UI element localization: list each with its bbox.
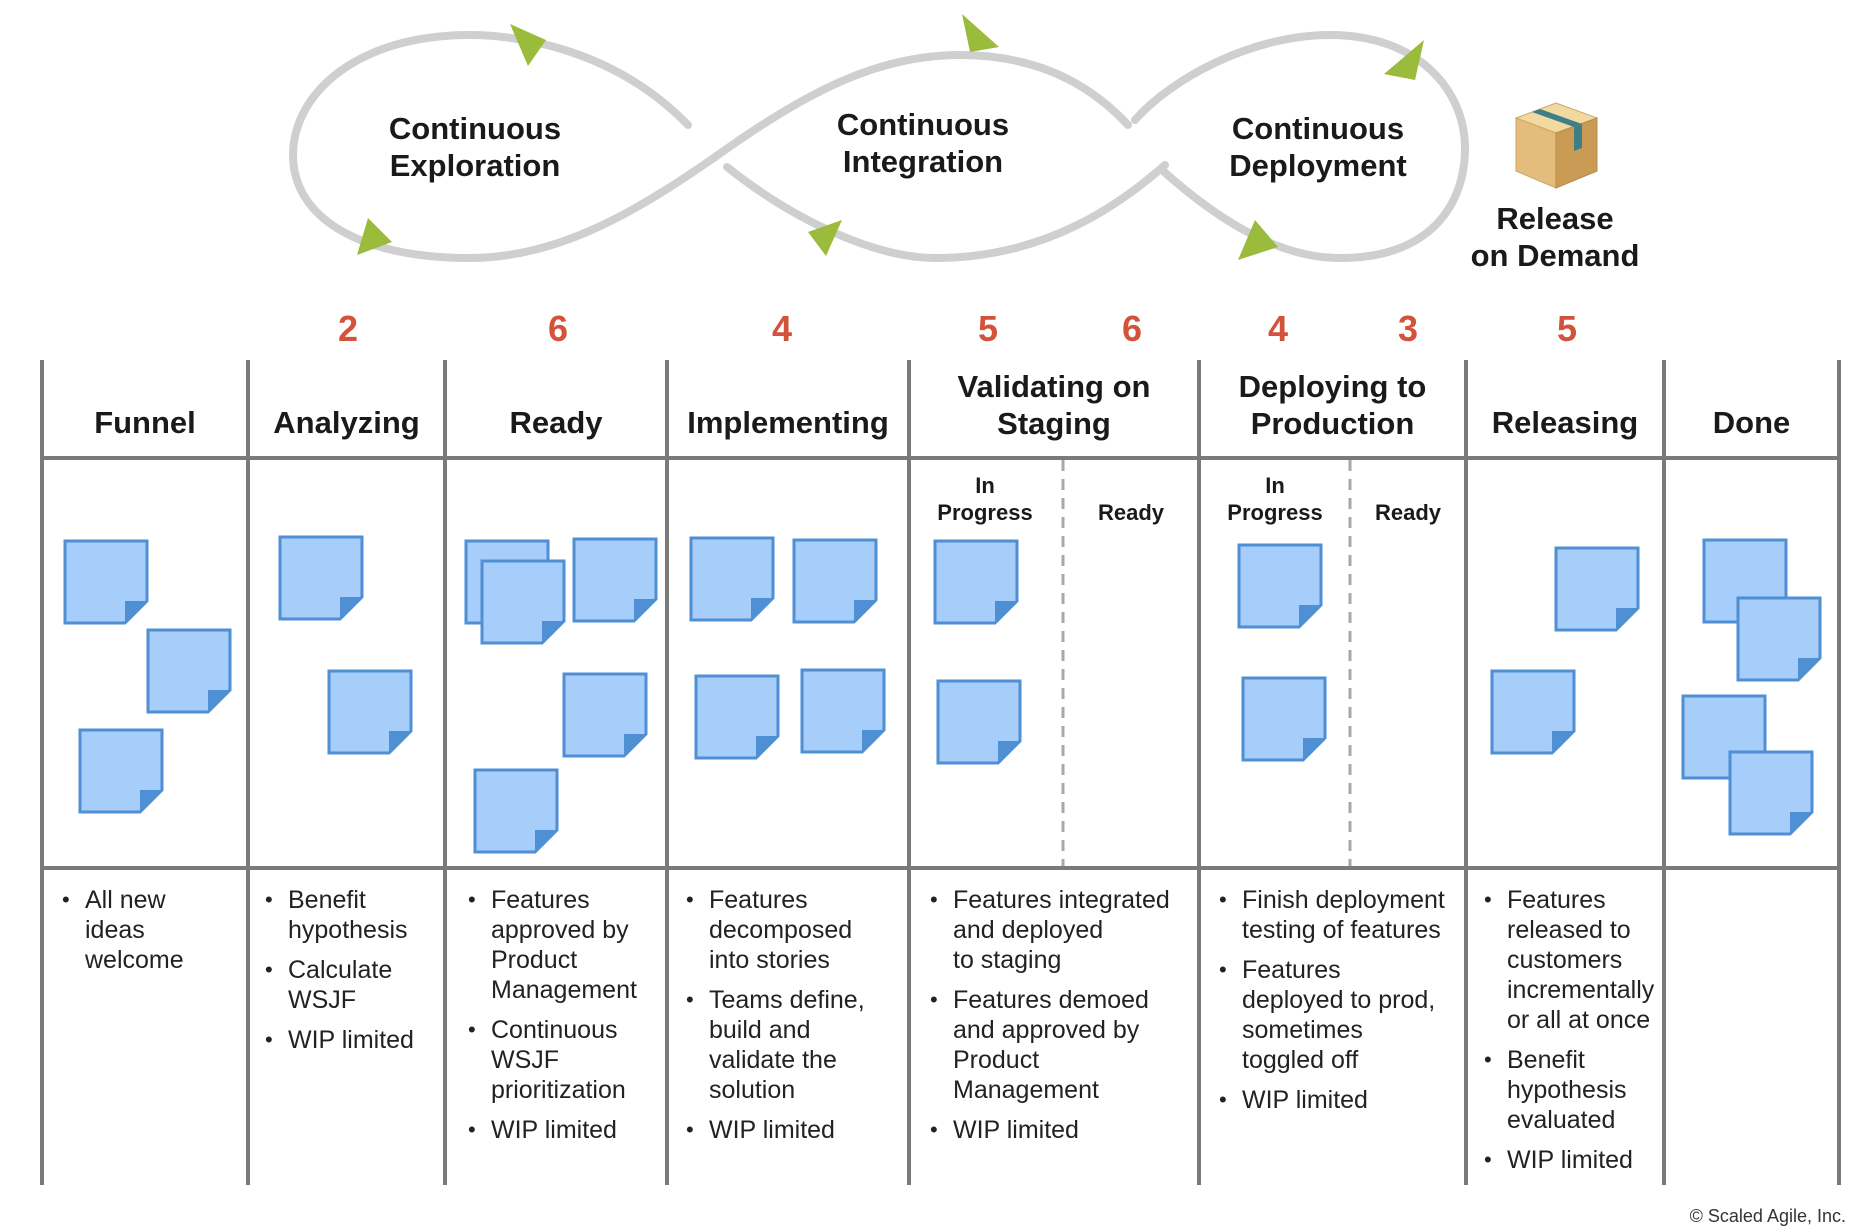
list-item: Continuous WSJF prioritization	[468, 1015, 663, 1105]
notes-releasing: Features released to customers increment…	[1484, 885, 1664, 1185]
list-item: WIP limited	[1484, 1145, 1664, 1175]
column-header-implementing: Implementing	[687, 405, 889, 440]
subcolumn-header-deploying-in-progress: In Progress	[1227, 473, 1323, 525]
column-header-funnel: Funnel	[94, 405, 196, 440]
list-item: WIP limited	[265, 1025, 443, 1055]
wip-limit-analyzing: 2	[337, 308, 359, 349]
continuous-integration-label: Continuous Integration	[836, 107, 1010, 179]
feature-card	[327, 669, 413, 755]
column-header-deploying-to-production: Deploying to Production	[1238, 369, 1427, 441]
list-item: Features integrated and deployed to stag…	[930, 885, 1198, 975]
column-header-releasing: Releasing	[1491, 405, 1639, 440]
feature-card	[1728, 750, 1814, 836]
list-item: Calculate WSJF	[265, 955, 443, 1015]
notes-funnel: All new ideas welcome	[62, 885, 242, 985]
list-item: Features released to customers increment…	[1484, 885, 1664, 1035]
list-item: WIP limited	[930, 1115, 1198, 1145]
notes-deploying-to-production: Finish deployment testing of features Fe…	[1219, 885, 1465, 1125]
feature-card	[800, 668, 886, 754]
feature-card	[1241, 676, 1327, 762]
package-box-icon	[1514, 102, 1599, 189]
column-header-analyzing: Analyzing	[273, 405, 420, 440]
feature-card	[278, 535, 364, 621]
list-item: WIP limited	[1219, 1085, 1465, 1115]
copyright-notice: © Scaled Agile, Inc.	[1689, 1206, 1846, 1226]
arrow-icon	[357, 218, 392, 255]
continuous-exploration-label: Continuous Exploration	[388, 111, 562, 183]
wip-limit-validating-in-progress: 5	[977, 308, 999, 349]
notes-validating-on-staging: Features integrated and deployed to stag…	[930, 885, 1198, 1155]
feature-card	[933, 539, 1019, 625]
wip-limit-releasing: 5	[1556, 308, 1578, 349]
list-item: WIP limited	[468, 1115, 663, 1145]
feature-card	[936, 679, 1022, 765]
list-item: Benefit hypothesis evaluated	[1484, 1045, 1664, 1135]
continuous-deployment-label: Continuous Deployment	[1229, 111, 1407, 183]
arrow-icon	[510, 24, 546, 66]
notes-ready: Features approved by Product Management …	[468, 885, 663, 1155]
feature-card	[562, 672, 648, 758]
arrow-icon	[1384, 40, 1424, 80]
list-item: Features demoed and approved by Product …	[930, 985, 1198, 1105]
wip-limit-deploying-ready: 3	[1397, 308, 1419, 349]
feature-card	[63, 539, 149, 625]
feature-card	[1237, 543, 1323, 629]
feature-card	[572, 537, 658, 623]
column-header-validating-on-staging: Validating on Staging	[957, 369, 1151, 441]
list-item: Features approved by Product Management	[468, 885, 663, 1005]
arrow-icon	[1238, 220, 1278, 260]
wip-limit-deploying-in-progress: 4	[1267, 308, 1289, 349]
list-item: Finish deployment testing of features	[1219, 885, 1465, 945]
feature-card	[473, 768, 559, 854]
flow-arrows	[357, 14, 1424, 260]
wip-limit-validating-ready: 6	[1121, 308, 1143, 349]
wip-limit-implementing: 4	[771, 308, 793, 349]
list-item: All new ideas welcome	[62, 885, 242, 975]
feature-card	[1736, 596, 1822, 682]
feature-card	[78, 728, 164, 814]
feature-card	[1490, 669, 1576, 755]
list-item: Teams define, build and validate the sol…	[686, 985, 906, 1105]
arrow-icon	[962, 14, 999, 52]
list-item: Benefit hypothesis	[265, 885, 443, 945]
feature-card	[792, 538, 878, 624]
feature-card	[146, 628, 232, 714]
subcolumn-header-validating-ready: Ready	[1097, 500, 1165, 525]
board-grid	[40, 360, 1841, 1185]
feature-card	[689, 536, 775, 622]
release-on-demand-label: Release on Demand	[1470, 201, 1640, 273]
notes-analyzing: Benefit hypothesis Calculate WSJF WIP li…	[265, 885, 443, 1065]
list-item: Features deployed to prod, sometimes tog…	[1219, 955, 1465, 1075]
list-item: Features decomposed into stories	[686, 885, 906, 975]
arrow-icon	[808, 220, 842, 256]
column-header-done: Done	[1712, 405, 1791, 440]
wip-limit-ready: 6	[547, 308, 569, 349]
feature-cards	[63, 535, 1822, 854]
subcolumn-dividers	[1061, 460, 1352, 866]
notes-implementing: Features decomposed into stories Teams d…	[686, 885, 906, 1155]
feature-card	[480, 559, 566, 645]
list-item: WIP limited	[686, 1115, 906, 1145]
feature-card	[694, 674, 780, 760]
column-header-ready: Ready	[509, 405, 603, 440]
subcolumn-header-validating-in-progress: In Progress	[937, 473, 1033, 525]
continuous-delivery-pipeline-loop	[288, 30, 1470, 263]
subcolumn-header-deploying-ready: Ready	[1374, 500, 1442, 525]
feature-card	[1554, 546, 1640, 632]
